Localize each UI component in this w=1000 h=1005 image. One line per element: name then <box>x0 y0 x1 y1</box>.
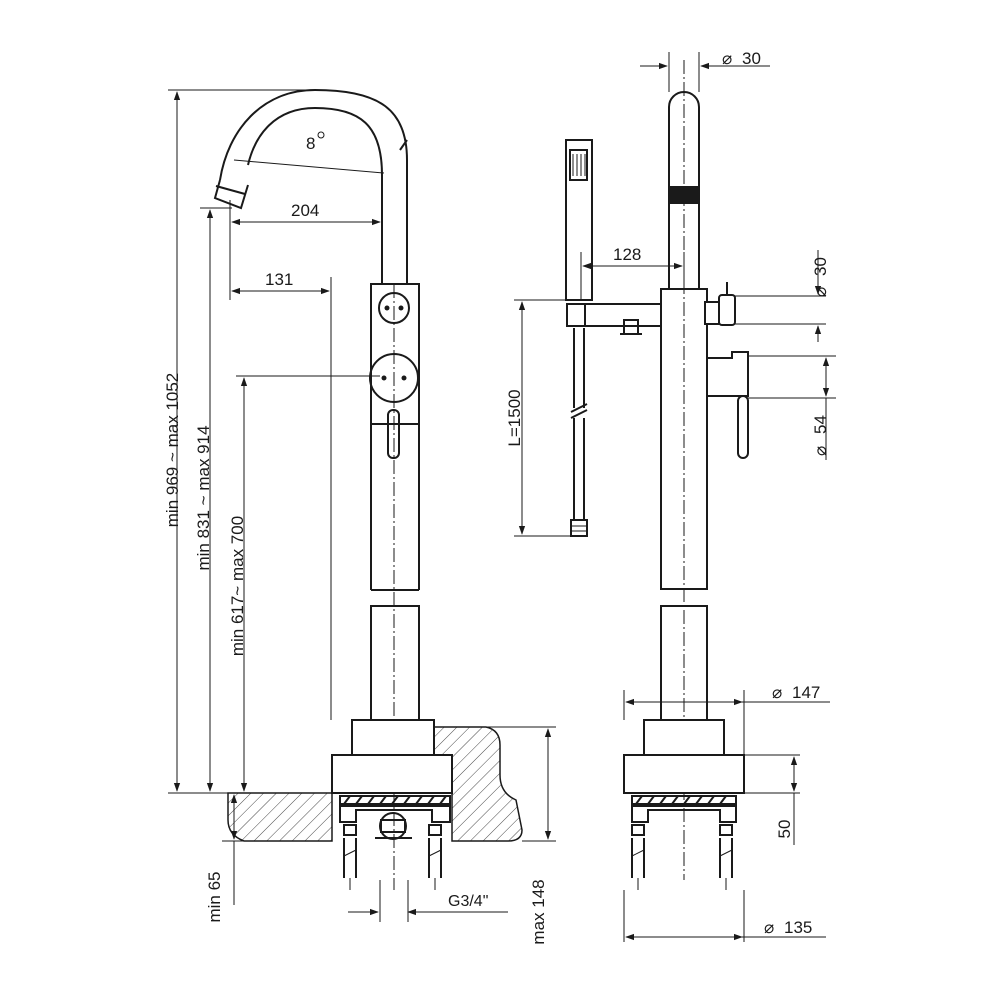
spout-outer <box>219 88 408 284</box>
floor-section-right <box>432 726 523 842</box>
base-cover-front <box>623 754 745 794</box>
base-flange <box>351 719 435 756</box>
total-height-label: min 969 ~ max 1052 <box>163 373 182 528</box>
lever-offset-label: 131 <box>265 270 293 289</box>
lever-height-label: min 617~ max 700 <box>228 516 247 656</box>
base-cover <box>331 754 453 794</box>
depth-max-label: max 148 <box>529 879 548 944</box>
diverter-knob <box>718 294 736 326</box>
base-height-label: 50 <box>775 820 794 839</box>
spout-height-label: min 831 ~ max 914 <box>194 425 213 570</box>
diameter-symbol: ⌀ <box>772 683 782 702</box>
side-view: 8 204 131 min 969 ~ max 1052 min 831 ~ m… <box>163 88 556 945</box>
base-diameter-label: 135 <box>784 918 812 937</box>
hose-nut <box>570 519 588 537</box>
floor-min-label: min 65 <box>205 871 224 922</box>
tube-diameter-label: 30 <box>742 49 761 68</box>
column-lower <box>370 605 420 721</box>
lever-diameter-label: 30 <box>811 257 830 276</box>
diameter-symbol: ⌀ <box>811 446 830 456</box>
angle-label: 8 <box>306 134 315 153</box>
front-view: ⌀ 30 128 L=1500 ⌀ 30 ⌀ 54 ⌀ 147 50 ⌀ 135 <box>505 49 836 942</box>
diverter-stem <box>704 301 720 325</box>
cover-diameter-label: 147 <box>792 683 820 702</box>
shower-holder <box>566 303 664 327</box>
water-inlet <box>379 812 407 840</box>
diameter-symbol: ⌀ <box>764 918 774 937</box>
angle-line <box>233 159 385 174</box>
diameter-symbol: ⌀ <box>722 49 732 68</box>
hose-length-label: L=1500 <box>505 389 524 446</box>
mixer-lever <box>387 409 400 459</box>
mixer-housing <box>706 351 749 397</box>
spout-tip <box>213 179 249 210</box>
shower-head-face <box>569 149 588 181</box>
diverter-diameter-label: 54 <box>811 415 830 434</box>
mixer-lever-front <box>737 395 749 459</box>
degree-symbol <box>317 131 325 139</box>
spout-reach-label: 204 <box>291 201 319 220</box>
floor-section <box>227 792 333 842</box>
hand-shower-offset-label: 128 <box>613 245 641 264</box>
connection-label: G3/4" <box>448 893 488 910</box>
diameter-symbol: ⌀ <box>811 287 830 297</box>
base-flange-front <box>643 719 725 756</box>
spout-inner <box>247 106 383 284</box>
